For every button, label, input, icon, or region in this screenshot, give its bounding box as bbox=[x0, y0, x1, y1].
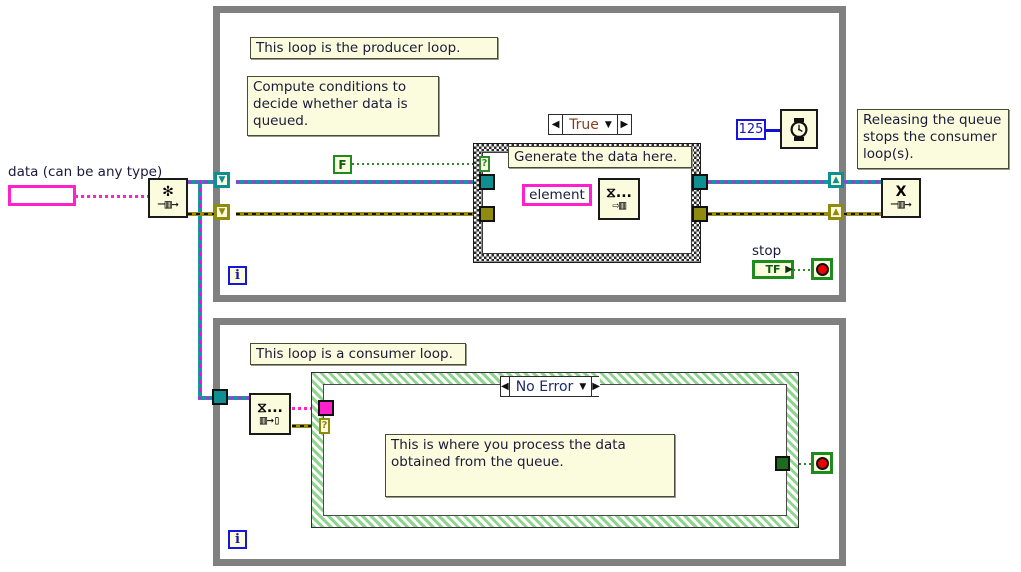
case-tunnel-error-in[interactable] bbox=[479, 206, 495, 222]
case-tunnel-queue-in[interactable] bbox=[479, 174, 495, 190]
comment-producer-conditions: Compute conditions to decide whether dat… bbox=[247, 76, 439, 136]
consumer-tunnel-queue-in[interactable] bbox=[212, 389, 228, 405]
wire-tunnel-to-release-error bbox=[843, 212, 881, 216]
watch-icon bbox=[789, 117, 809, 141]
producer-tunnel-error-right[interactable]: ▲ bbox=[828, 204, 844, 220]
obtain-queue-vi[interactable]: ✻ ─▥→ bbox=[148, 178, 188, 218]
producer-tunnel-queue-right[interactable]: ▲ bbox=[828, 172, 844, 188]
stop-octagon-icon bbox=[815, 262, 829, 276]
true-case-name: True bbox=[569, 116, 599, 133]
obtain-queue-queue-icon: ─▥→ bbox=[157, 196, 179, 211]
case-prev-arrow-icon[interactable]: ◀ bbox=[501, 377, 510, 396]
case-next-arrow-icon[interactable]: ▶ bbox=[616, 115, 631, 134]
wire-stop-bool bbox=[793, 269, 811, 271]
wire-error-obtain-out bbox=[188, 212, 223, 216]
element-control-terminal[interactable]: element bbox=[522, 184, 592, 206]
producer-loop-stop-condition[interactable] bbox=[811, 258, 833, 280]
comment-process-data: This is where you process the data obtai… bbox=[385, 434, 675, 497]
terminal-arrow-icon: ▶ bbox=[785, 264, 793, 275]
wait-ms-value: 125 bbox=[738, 122, 764, 137]
obtain-queue-star-icon: ✻ bbox=[162, 183, 174, 200]
error-case-tunnel-condition-out[interactable] bbox=[775, 456, 790, 471]
case-dropdown-caret-icon[interactable]: ▼ bbox=[579, 381, 587, 392]
element-control-label: element bbox=[529, 187, 585, 203]
sr-down-caret-icon: ▼ bbox=[218, 174, 226, 185]
data-control-label: data (can be any type) bbox=[8, 164, 163, 180]
comment-release-note: Releasing the queue stops the consumer l… bbox=[857, 109, 1009, 169]
stop-control-label: stop bbox=[752, 243, 782, 259]
dequeue-hourglass-icon: ⧖... bbox=[257, 399, 283, 416]
data-control-terminal[interactable] bbox=[8, 185, 76, 206]
error-case-tunnel-element-in[interactable] bbox=[318, 400, 334, 416]
dequeue-element-vi[interactable]: ⧖... ▥→▯ bbox=[249, 393, 291, 435]
stop-octagon-icon bbox=[815, 456, 829, 470]
comment-consumer-title: This loop is a consumer loop. bbox=[250, 343, 466, 365]
stop-terminal-text: TF bbox=[765, 263, 781, 276]
comment-producer-title: This loop is the producer loop. bbox=[250, 37, 498, 59]
wait-ms-constant[interactable]: 125 bbox=[736, 119, 766, 140]
wire-queue-ref-branch-down bbox=[198, 180, 202, 398]
wire-tunnel-to-release-queue bbox=[843, 180, 881, 184]
case-prev-arrow-icon[interactable]: ◀ bbox=[549, 115, 564, 134]
stop-boolean-terminal[interactable]: TF ▶ bbox=[752, 260, 794, 279]
question-mark-icon: ? bbox=[481, 158, 488, 169]
wire-queue-ref-out bbox=[188, 180, 223, 184]
wire-dequeue-error-out bbox=[292, 424, 320, 428]
producer-iteration-terminal[interactable]: i bbox=[228, 266, 247, 285]
iteration-label: i bbox=[235, 268, 240, 283]
case-dropdown-caret-icon[interactable]: ▼ bbox=[604, 119, 612, 130]
case-tunnel-error-out[interactable] bbox=[692, 206, 708, 222]
wire-consumer-loop-condition bbox=[789, 463, 811, 465]
wait-ms-vi[interactable] bbox=[780, 109, 818, 149]
consumer-loop-stop-condition[interactable] bbox=[811, 452, 833, 474]
consumer-iteration-terminal[interactable]: i bbox=[228, 530, 247, 549]
false-boolean-constant[interactable]: F bbox=[333, 155, 352, 174]
wire-queue-ref-producer bbox=[236, 180, 487, 184]
release-queue-x-icon: X bbox=[895, 183, 907, 200]
wire-error-producer bbox=[236, 212, 487, 216]
true-case-selector-label[interactable]: ◀ True ▼ ▶ bbox=[548, 114, 632, 135]
no-error-case-selector-label[interactable]: ◀ No Error ▼ ▶ bbox=[500, 376, 600, 397]
wire-data-to-obtain-queue bbox=[75, 195, 150, 198]
wire-dequeue-element-out bbox=[292, 407, 320, 410]
comment-generate-data: Generate the data here. bbox=[508, 146, 692, 168]
release-queue-queue-icon: ─▥→ bbox=[890, 196, 912, 211]
producer-tunnel-queue-left[interactable]: ▼ bbox=[214, 172, 230, 188]
sr-up-caret-icon: ▲ bbox=[832, 206, 840, 217]
question-mark-icon: ? bbox=[321, 420, 328, 431]
false-constant-value: F bbox=[338, 157, 347, 172]
release-queue-vi[interactable]: X ─▥→ bbox=[881, 178, 921, 218]
case-next-arrow-icon[interactable]: ▶ bbox=[591, 377, 600, 396]
case-selector-terminal[interactable]: ? bbox=[479, 156, 490, 172]
producer-tunnel-error-left[interactable]: ▼ bbox=[214, 204, 230, 220]
iteration-label: i bbox=[235, 532, 240, 547]
enqueue-element-vi[interactable]: ⧖... ⇨▥ bbox=[598, 178, 640, 220]
sr-up-caret-icon: ▲ bbox=[832, 174, 840, 185]
wire-false-to-selector bbox=[352, 163, 484, 165]
error-case-selector-terminal[interactable]: ? bbox=[319, 418, 330, 434]
wire-const-to-wait bbox=[765, 129, 780, 132]
sr-down-caret-icon: ▼ bbox=[218, 206, 226, 217]
no-error-case-name: No Error bbox=[515, 378, 574, 395]
dequeue-queue-arrow-icon: ▥→▯ bbox=[259, 412, 281, 427]
case-tunnel-queue-out[interactable] bbox=[692, 174, 708, 190]
enqueue-arrow-queue-icon: ⇨▥ bbox=[612, 197, 626, 212]
enqueue-hourglass-icon: ⧖... bbox=[606, 184, 632, 201]
